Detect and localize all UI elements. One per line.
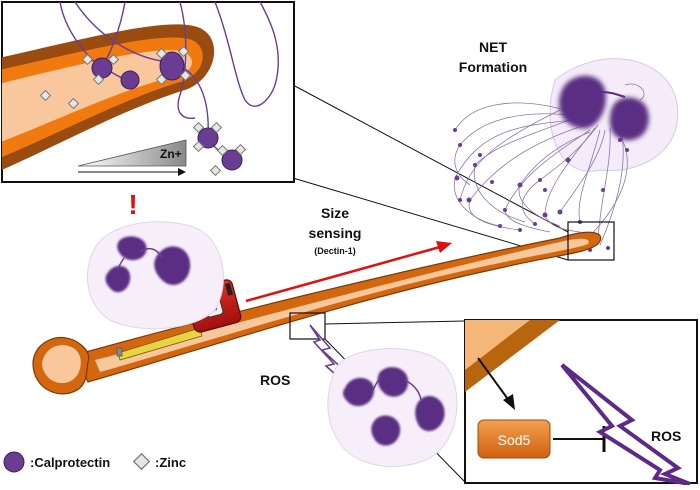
- ros-label-inset: ROS: [651, 428, 681, 444]
- inset-zinc-ions: [39, 45, 247, 177]
- inset-zinc-sequestration: Zn+: [1, 1, 295, 183]
- dectin-label: (Dectin-1): [314, 246, 356, 256]
- neutrophil-left: [86, 221, 224, 330]
- net-nuclei: [559, 75, 649, 141]
- tape-blade: [117, 327, 203, 361]
- neutrophil-bottom: [327, 348, 458, 467]
- net-label-line2: Formation: [459, 59, 527, 75]
- tip-zoom-box: [567, 221, 615, 261]
- legend: :Calprotectin :Zinc: [3, 451, 186, 473]
- hypha: [32, 231, 602, 395]
- net-formation: NET Formation: [453, 39, 679, 252]
- calprotectin-legend-symbol: [3, 451, 25, 473]
- inset-sod5-ros: Sod5 ROS: [464, 319, 698, 486]
- size-sensing-arrow: [245, 241, 452, 303]
- zinc-gradient-wedge: [77, 139, 187, 167]
- size-sensing-line2: sensing: [309, 225, 362, 241]
- wall-zoom-box: [289, 312, 326, 340]
- net-label-line1: NET: [479, 39, 507, 55]
- sod5-label: Sod5: [498, 432, 531, 448]
- zinc-legend-symbol: [132, 452, 151, 471]
- calprotectin-legend-label: :Calprotectin: [30, 455, 110, 470]
- sod5-box: [477, 419, 551, 459]
- alert-mark: !: [128, 189, 137, 220]
- net-calprotectin-dots: [453, 128, 629, 252]
- ros-label-main: ROS: [260, 372, 290, 388]
- inset-calprotectin-particles: [91, 51, 243, 171]
- zinc-legend-label: :Zinc: [155, 455, 186, 470]
- ros-bolt-inset: [560, 363, 691, 486]
- zinc-gradient-label: Zn+: [160, 147, 182, 161]
- size-sensing-line1: Size: [321, 205, 349, 221]
